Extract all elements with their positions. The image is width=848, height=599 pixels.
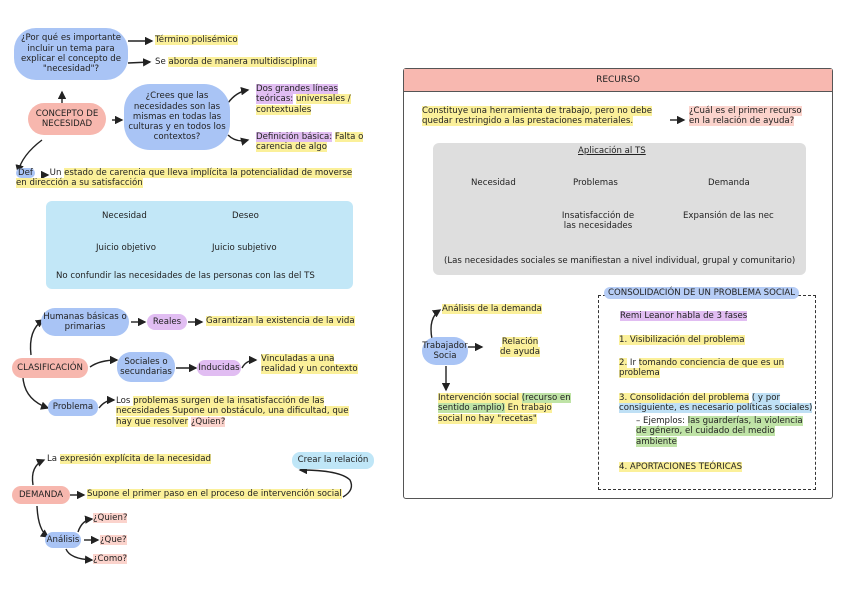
social-worker-label: Trabajador Socia — [422, 340, 468, 361]
analysis-question-who: ¿Quien? — [93, 513, 128, 523]
worker-demand-analysis: Análisis de la demanda — [442, 304, 542, 314]
consolidation-author: Remi Leanor habla de 3 fases — [620, 311, 748, 321]
concept-main-label: CONCEPTO DE NECESIDAD — [35, 108, 99, 129]
social-needs-label: Sociales o secundarias — [120, 356, 172, 377]
phase-2-number: 2. — [619, 358, 628, 368]
demand-main-label: DEMANDA — [18, 489, 64, 500]
problem-node: Problema — [48, 399, 98, 416]
phase-2-prefix: Ir — [627, 358, 639, 368]
classification-main-label: CLASIFICACIÓN — [17, 362, 83, 373]
recurso-title: RECURSO — [596, 74, 640, 85]
demand-explicit-expression: expresión explícita de la necesidad — [59, 454, 211, 464]
question-importance-node: ¿Por qué es importante incluir un tema p… — [14, 28, 128, 80]
phase-4: 4. APORTACIONES TEÓRICAS — [619, 462, 743, 472]
classification-main-node: CLASIFICACIÓN — [12, 358, 88, 378]
objective-judgment: Juicio objetivo — [96, 243, 156, 253]
arrow — [77, 515, 94, 533]
application-title: Aplicación al TS — [578, 146, 646, 156]
arrow — [22, 377, 50, 410]
arrow — [65, 548, 94, 564]
subjective-judgment: Juicio subjetivo — [212, 243, 277, 253]
arrow — [29, 319, 45, 356]
want-title: Deseo — [232, 211, 259, 221]
social-worker-node: Trabajador Socia — [422, 337, 468, 365]
answer-multidisciplinar-prefix: Se — [155, 57, 169, 67]
application-demand-result: Expansión de las nec — [683, 211, 774, 221]
problem-question: ¿Quien? — [190, 416, 226, 427]
arrow — [31, 458, 46, 486]
arrow — [89, 355, 119, 368]
induced-tag: Inducidas — [197, 360, 241, 376]
arrow — [36, 505, 50, 538]
recurso-panel: RECURSO — [403, 68, 833, 499]
recurso-header: RECURSO — [404, 69, 832, 92]
problem-label: Problema — [52, 402, 94, 413]
application-problems: Problemas — [573, 178, 618, 188]
demand-top-prefix: La — [47, 454, 60, 464]
recurso-definition: Constituye una herramienta de trabajo, p… — [422, 106, 652, 127]
create-relation-node: Crear la relación — [292, 452, 374, 469]
basic-definition-label: Definición básica: — [256, 132, 333, 142]
arrow — [98, 395, 116, 409]
answer-polysemic: Término polisémico — [155, 35, 238, 45]
social-needs-node: Sociales o secundarias — [117, 352, 175, 382]
phase-1: 1. Visibilización del problema — [619, 335, 745, 345]
problem-prefix: Los — [116, 396, 134, 406]
arrow — [227, 134, 250, 146]
real-tag-label: Reales — [152, 316, 182, 327]
induced-description: Vinculadas a una realidad y un contexto — [261, 354, 358, 375]
needs-vs-wants-box — [46, 201, 353, 289]
examples-label: – Ejemplos: — [636, 416, 685, 426]
induced-tag-label: Inducidas — [198, 362, 240, 373]
answer-multidisciplinar: aborda de manera multidisciplinar — [168, 57, 317, 67]
basic-needs-label: Humanas básicas o primarias — [43, 311, 127, 332]
application-problems-result: Insatisfacción de las necesidades — [561, 211, 635, 232]
demand-main-node: DEMANDA — [12, 486, 70, 504]
question-importance-text: ¿Por qué es importante incluir un tema p… — [20, 33, 122, 75]
consolidation-title: CONSOLIDACIÓN DE UN PROBLEMA SOCIAL — [604, 287, 800, 299]
arrow — [430, 309, 442, 340]
arrow — [241, 355, 258, 369]
basic-needs-node: Humanas básicas o primarias — [41, 308, 129, 336]
application-need: Necesidad — [471, 178, 516, 188]
application-demand: Demanda — [708, 178, 750, 188]
analysis-question-how: ¿Como? — [93, 554, 128, 564]
arrow — [127, 58, 152, 67]
analysis-question-what: ¿Que? — [100, 535, 127, 545]
create-relation-label: Crear la relación — [297, 455, 369, 466]
def-badge: Def — [16, 168, 35, 178]
question-cultures-node: ¿Crees que las necesidades son las misma… — [124, 84, 230, 150]
comparison-note: No confundir las necesidades de las pers… — [56, 271, 315, 281]
real-description: Garantizan la existencia de la vida — [206, 316, 355, 326]
worker-help-relation: Relación de ayuda — [500, 337, 540, 358]
question-cultures-text: ¿Crees que las necesidades son las misma… — [128, 91, 226, 143]
analysis-node: Análisis — [45, 532, 81, 548]
real-tag: Reales — [147, 314, 187, 330]
worker-intervention: Intervención social — [438, 393, 522, 403]
def-text: estado de carencia que lleva implícita l… — [16, 168, 353, 189]
phase-3: 3. Consolidación del problema — [619, 393, 750, 403]
need-title: Necesidad — [102, 211, 147, 221]
problem-description: problemas surgen de la insatisfacción de… — [116, 396, 349, 427]
arrow — [298, 465, 353, 498]
application-note: (Las necesidades sociales se manifiestan… — [444, 256, 796, 266]
demand-first-step: Supone el primer paso en el proceso de i… — [87, 489, 342, 499]
concept-main-node: CONCEPTO DE NECESIDAD — [28, 103, 106, 135]
phase-2: tomando conciencia de que es un problema — [619, 358, 785, 379]
recurso-question: ¿Cuál es el primer recurso en la relació… — [689, 106, 802, 127]
arrow — [227, 87, 250, 104]
analysis-label: Análisis — [46, 534, 80, 545]
def-prefix: Un — [49, 168, 65, 178]
application-box — [433, 143, 806, 275]
